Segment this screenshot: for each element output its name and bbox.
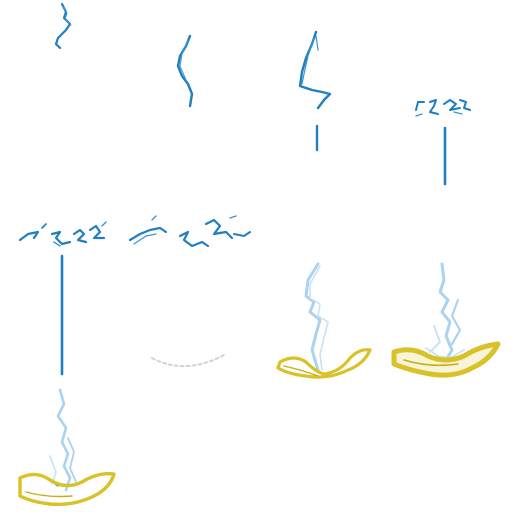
- frame-5-cloud-long-strike: [16, 212, 112, 378]
- frame-6-cloud-spread: [126, 212, 254, 378]
- dust-arc: [151, 353, 227, 368]
- storm-cloud-icon: [128, 215, 251, 368]
- gold-splash: [18, 471, 116, 507]
- frame-8-gold-splash-large: [390, 260, 502, 384]
- frame-1-small-squiggle: [48, 0, 88, 56]
- lightning-squiggle-icon: [176, 34, 194, 108]
- lightning-impact-icon: [18, 388, 116, 507]
- frame-7-gold-splash: [274, 258, 374, 382]
- gold-splash: [276, 348, 372, 379]
- lightning-squiggle-icon: [54, 2, 72, 50]
- lightning-bolt-icon: [298, 30, 332, 152]
- gold-splash: [391, 341, 501, 378]
- storm-cloud-icon: [415, 99, 471, 186]
- frame-9-ground-impact: [14, 386, 120, 510]
- frame-3-bolt-strike: [292, 28, 340, 154]
- storm-cloud-icon: [18, 221, 107, 376]
- frame-2-squiggle: [168, 30, 208, 114]
- frame-4-cloud-strike: [410, 92, 476, 190]
- lightning-impact-icon: [391, 262, 501, 378]
- lightning-impact-icon: [276, 262, 372, 379]
